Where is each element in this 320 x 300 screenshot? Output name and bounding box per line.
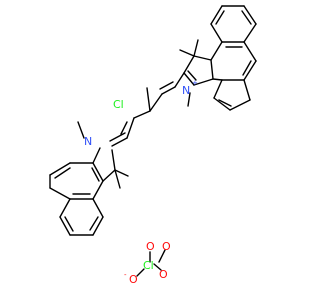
left-n-methyl-bond bbox=[77, 121, 85, 139]
perchlorate-oxygen-top-right: O bbox=[162, 240, 171, 253]
right-nitrogen-label: N bbox=[182, 84, 190, 97]
chain-chlorine-label: Cl bbox=[113, 98, 124, 111]
left-five-ring-bonds bbox=[92, 147, 129, 189]
right-naphthalene-ring-bonds bbox=[210, 5, 257, 111]
perchlorate-oxygen-left: O bbox=[129, 273, 138, 286]
nitrogen-plus-charge: + bbox=[192, 79, 198, 87]
oxygen-minus-charge: - bbox=[124, 271, 127, 279]
left-naphthalene-ring-bonds bbox=[49, 162, 104, 236]
molecule-drawing: Cl N N + Cl O O O O - bbox=[49, 5, 257, 286]
right-five-ring-bonds bbox=[179, 39, 214, 107]
structure-canvas: Cl N N + Cl O O O O - bbox=[49, 5, 257, 286]
perchlorate-oxygen-bottom: O bbox=[159, 268, 168, 281]
perchlorate-bonds bbox=[136, 249, 166, 277]
perchlorate-chlorine-label: Cl bbox=[143, 259, 154, 272]
perchlorate-oxygen-top-left: O bbox=[146, 240, 155, 253]
polymethine-chain-bonds bbox=[109, 72, 185, 147]
left-nitrogen-label: N bbox=[84, 135, 92, 148]
